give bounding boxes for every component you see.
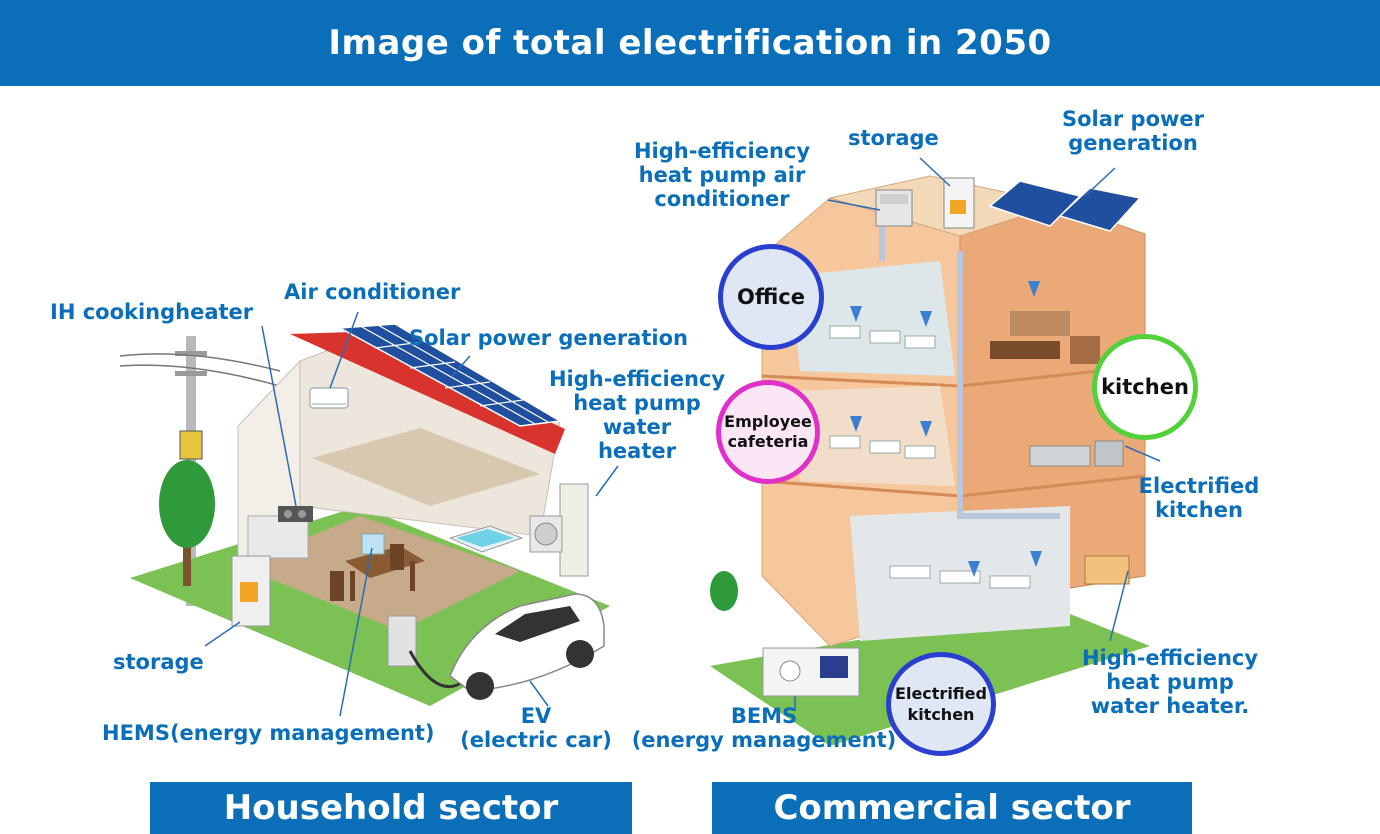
label-electrified-kitchen: Electrified kitchen xyxy=(1130,474,1268,522)
label-line: (energy management) xyxy=(631,728,897,752)
label-hp-air-conditioner: High-efficiency heat pump air conditione… xyxy=(624,139,820,211)
commercial-illustration xyxy=(710,157,1161,746)
label-line: High-efficiency xyxy=(633,139,811,163)
label-line: (electric car) xyxy=(460,728,612,752)
label-line: heater xyxy=(597,439,676,463)
commercial-hp-water-heater xyxy=(1084,555,1130,585)
house-solar-panels xyxy=(337,323,563,427)
household-sector-banner: Household sector xyxy=(150,782,632,834)
ev-car xyxy=(449,593,605,700)
label-commercial-solar: Solar power generation xyxy=(1050,107,1216,155)
label-household-storage: storage xyxy=(113,650,204,674)
label-line: heat pump air xyxy=(638,163,806,187)
office-desks xyxy=(829,325,1031,589)
label-commercial-hp-water-heater: High-efficiency heat pump water heater. xyxy=(1072,646,1268,718)
commercial-sector-banner: Commercial sector xyxy=(712,782,1192,834)
bems-monitor xyxy=(762,647,860,697)
circle-cafeteria-line: Employee xyxy=(724,412,812,431)
rooftop-solar xyxy=(988,180,1142,232)
circle-kitchen: kitchen xyxy=(1092,334,1198,440)
label-line: generation xyxy=(1068,131,1198,155)
label-line: kitchen xyxy=(1155,498,1243,522)
circle-ek-line: Electrified xyxy=(895,684,987,703)
house-mid-floor xyxy=(312,428,540,506)
label-line: water xyxy=(602,415,672,439)
label-ev: EV (electric car) xyxy=(456,704,616,752)
circle-cafeteria-line: cafeteria xyxy=(727,432,809,451)
house-hems-panel xyxy=(361,533,385,555)
circle-electrified-kitchen: Electrified kitchen xyxy=(886,652,996,756)
aircon-arrows xyxy=(850,281,1042,577)
house-dining xyxy=(330,544,425,601)
rooftop-storage xyxy=(943,177,975,229)
small-tree xyxy=(710,571,738,611)
label-line: BEMS xyxy=(730,704,798,728)
house-air-conditioner xyxy=(309,387,349,409)
house-heat-pump xyxy=(529,483,589,577)
label-line: Electrified xyxy=(1138,474,1260,498)
label-bems: BEMS (energy management) xyxy=(630,704,898,752)
label-commercial-storage: storage xyxy=(848,126,939,150)
household-illustration xyxy=(119,311,619,717)
label-line: conditioner xyxy=(654,187,790,211)
label-line: water heater. xyxy=(1090,694,1250,718)
page-title: Image of total electrification in 2050 xyxy=(328,23,1052,63)
tree xyxy=(159,460,215,586)
circle-office: Office xyxy=(718,244,824,350)
label-line: heat pump xyxy=(1106,670,1234,694)
commercial-sector-label: Commercial sector xyxy=(773,788,1131,828)
circle-kitchen-label: kitchen xyxy=(1101,375,1189,399)
house-bathtub xyxy=(448,525,524,553)
illustration xyxy=(119,157,1161,746)
lounge-furniture xyxy=(990,311,1100,364)
ev-charger xyxy=(387,615,417,667)
cafeteria-floor-interior xyxy=(790,386,955,486)
circle-ek-line: kitchen xyxy=(907,705,975,724)
circle-employee-cafeteria: Employee cafeteria xyxy=(716,380,820,484)
household-leader-lines xyxy=(204,311,619,717)
label-solar-power-generation: Solar power generation xyxy=(409,326,688,350)
house-storage xyxy=(231,555,271,627)
label-ih-cooking-heater: IH cookingheater xyxy=(50,300,254,324)
rooftop-hp-aircon xyxy=(875,189,913,227)
circle-office-label: Office xyxy=(737,285,805,309)
label-line: heat pump xyxy=(573,391,701,415)
label-hems: HEMS(energy management) xyxy=(102,721,435,745)
house-kitchen xyxy=(247,506,313,559)
house-roof xyxy=(290,332,565,454)
label-line: Solar power xyxy=(1061,107,1205,131)
label-air-conditioner: Air conditioner xyxy=(284,280,461,304)
household-sector-label: Household sector xyxy=(223,788,559,828)
label-line: High-efficiency xyxy=(548,367,726,391)
label-line: High-efficiency xyxy=(1081,646,1259,670)
kitchen-equipment xyxy=(1029,440,1124,467)
label-heat-pump-water-heater: High-efficiency heat pump water heater xyxy=(540,367,734,463)
page-title-bar: Image of total electrification in 2050 xyxy=(0,0,1380,86)
ducts xyxy=(879,226,1060,519)
commercial-leader-lines xyxy=(794,157,1161,711)
label-line: EV xyxy=(520,704,552,728)
